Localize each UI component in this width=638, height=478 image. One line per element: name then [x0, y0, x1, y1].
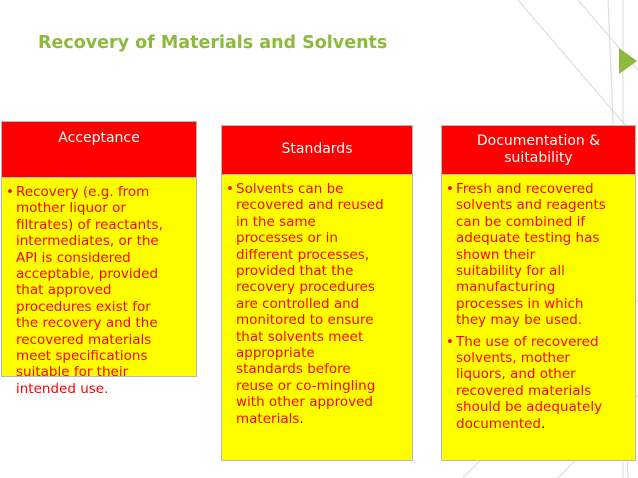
text-line: recovered and reused — [236, 197, 384, 214]
text-line-last: materials. — [236, 411, 412, 427]
column-header: Documentation & suitability — [442, 126, 635, 175]
text-line: can be combined if — [456, 213, 586, 230]
text-line: recovered materials — [456, 382, 592, 399]
bullet-icon: • — [226, 181, 234, 197]
bullet-icon: • — [446, 181, 454, 197]
text-line: standards before — [236, 361, 351, 378]
text-line: recovery procedures — [236, 279, 375, 296]
text-line: The use of recovered — [456, 333, 599, 350]
text-line: the recovery and the — [16, 315, 158, 332]
bullet-item: • The use of recovered solvents, mother … — [446, 334, 635, 432]
text-line: reuse or co-mingling — [236, 377, 376, 394]
bullet-item: • Recovery (e.g. from mother liquor or f… — [6, 184, 196, 397]
trailing-period: . — [541, 415, 546, 432]
text-line: API is considered — [16, 249, 131, 266]
text-line: adequate testing has — [456, 230, 600, 247]
triangle-arrow-icon — [619, 48, 637, 74]
text-line: solvents, mother — [456, 350, 570, 367]
bullet-icon: • — [6, 184, 14, 200]
text-line: documented — [456, 415, 541, 432]
text-line: with other approved — [236, 394, 373, 411]
text-line: manufacturing — [456, 279, 556, 296]
text-line: intended use. — [16, 380, 109, 397]
text-line-last: documented. — [456, 416, 635, 432]
text-line: Solvents can be — [236, 181, 344, 197]
text-line: should be adequately — [456, 399, 603, 416]
text-line: appropriate — [236, 345, 315, 362]
text-line: solvents and reagents — [456, 197, 606, 214]
text-line: suitability for all — [456, 263, 565, 280]
text-line: in the same — [236, 213, 316, 230]
text-line: that approved — [16, 282, 112, 299]
column-header: Standards — [222, 126, 412, 175]
slide-title: Recovery of Materials and Solvents — [38, 33, 388, 53]
text-line: meet specifications — [16, 348, 148, 365]
column-header-line: Documentation & — [476, 133, 601, 149]
text-line: that solvents meet — [236, 328, 364, 345]
text-line: they may be used. — [456, 312, 583, 329]
column-acceptance: Acceptance • Recovery (e.g. from mother … — [1, 121, 197, 397]
text-line: processes or in — [236, 230, 338, 247]
text-line: Fresh and recovered — [456, 181, 594, 197]
bullet-icon: • — [446, 333, 454, 350]
text-line: are controlled and — [236, 295, 360, 312]
trailing-period: . — [299, 410, 304, 427]
column-header-line: suitability — [504, 150, 573, 166]
text-line: recovered materials — [16, 331, 152, 348]
column-header-line: Acceptance — [58, 130, 140, 146]
text-line: filtrates) of reactants, — [16, 216, 163, 233]
column-documentation: Documentation & suitability • Fresh and … — [441, 125, 636, 461]
text-line: processes in which — [456, 295, 584, 312]
text-line: different processes, — [236, 246, 370, 263]
text-line: materials — [236, 410, 300, 427]
text-line: suitable for their — [16, 364, 129, 381]
text-line: intermediates, or the — [16, 233, 159, 250]
column-header-line: Standards — [281, 141, 353, 157]
text-line: shown their — [456, 246, 536, 263]
text-line: mother liquor or — [16, 200, 126, 217]
bullet-item: • Fresh and recovered solvents and reage… — [446, 181, 635, 329]
text-line: acceptable, provided — [16, 266, 159, 283]
column-header: Acceptance — [2, 122, 196, 178]
text-line: Recovery (e.g. from — [16, 184, 150, 200]
text-line: procedures exist for — [16, 298, 151, 315]
bullet-item: • Solvents can be recovered and reused i… — [226, 181, 412, 427]
text-line: monitored to ensure — [236, 312, 374, 329]
column-standards: Standards • Solvents can be recovered an… — [221, 125, 413, 461]
text-line: liquors, and other — [456, 366, 576, 383]
text-line: provided that the — [236, 263, 354, 280]
